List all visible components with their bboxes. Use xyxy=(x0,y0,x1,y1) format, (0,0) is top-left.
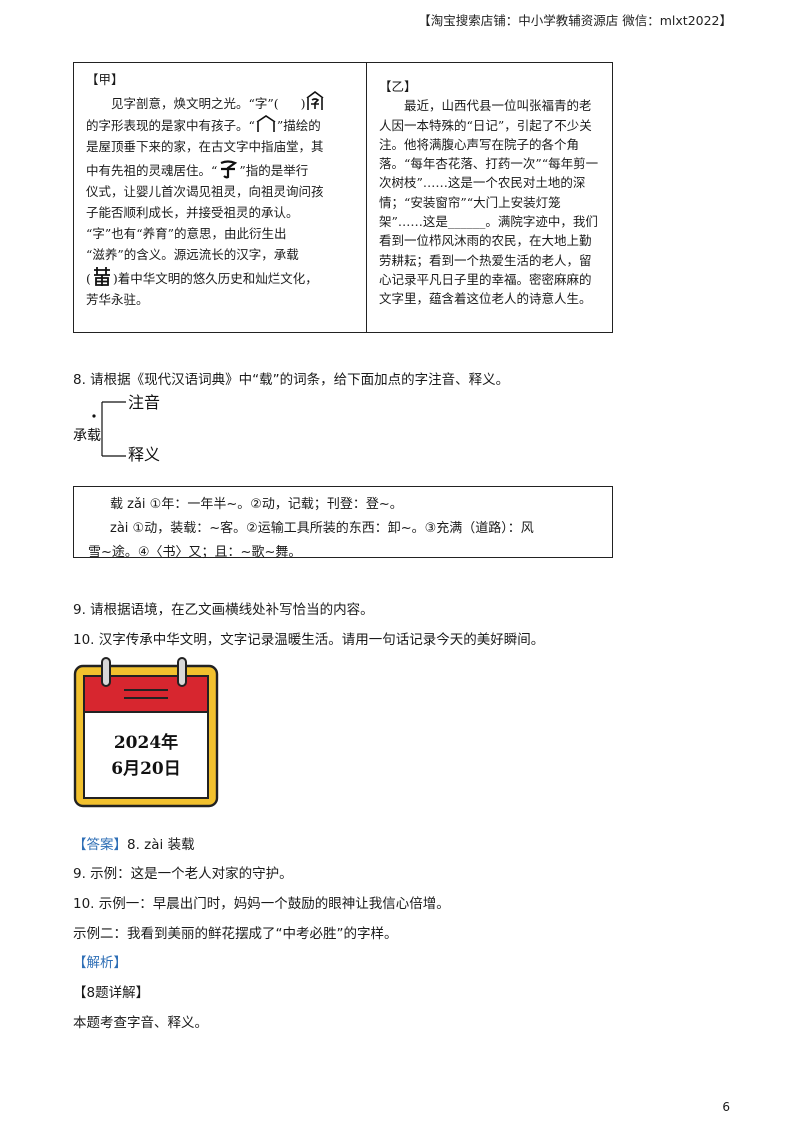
passage-a-line: 的字形表现的是家中有孩子。“ ”描绘的 xyxy=(86,114,354,136)
passage-a-line: “滋养”的含义。源远流长的汉字，承载 xyxy=(86,247,299,262)
child-glyph-icon xyxy=(217,157,239,179)
roof-glyph-icon xyxy=(255,114,277,134)
passage-a-line: 芳华永驻。 xyxy=(86,292,149,307)
answer-tag: 【答案】 xyxy=(73,837,127,853)
passage-a-line: ( )着中华文明的悠久历史和灿烂文化， xyxy=(86,265,354,289)
passage-a-text: ) xyxy=(300,96,306,111)
q8-meaning-branch: 释义 xyxy=(128,445,160,464)
answer-10-example-2: 示例二：我看到美丽的鲜花摆成了“中考必胜”的字样。 xyxy=(73,926,398,942)
passage-a-text: )着中华文明的悠久历史和灿烂文化， xyxy=(112,271,318,286)
passage-a-line: “字”也有“养育”的意思，由此衍生出 xyxy=(86,226,287,241)
passage-a-line: 是屋顶垂下来的家，在古文字中指庙堂，其 xyxy=(86,139,324,154)
dictionary-line: 雪~途。④〈书〉又；且：~歌~舞。 xyxy=(88,545,302,560)
header-note: 【淘宝搜索店铺：中小学教辅资源店 微信：mlxt2022】 xyxy=(418,13,732,28)
calendar-year: 2024年 xyxy=(114,732,178,753)
passage-b-text: 最近，山西代县一位叫张福青的老人因一本特殊的“日记”，引起了不少关注。他将满腹心… xyxy=(379,98,599,307)
passage-a-text: ( xyxy=(86,271,91,286)
passage-b-label: 【乙】 xyxy=(379,79,417,94)
passage-a-text: ”描绘的 xyxy=(276,118,321,133)
passage-a-text: 中有先祖的灵魂居住。“ xyxy=(86,163,218,178)
passage-a-text: 见字剖意，焕文明之光。“字”( xyxy=(111,96,279,111)
question-9: 9. 请根据语境，在乙文画横线处补写恰当的内容。 xyxy=(73,602,374,618)
passage-a: 【甲】 见字剖意，焕文明之光。“字”() 的字形表现的是家中有孩子。“”描绘的 … xyxy=(74,63,367,332)
passages-box: 【甲】 见字剖意，焕文明之光。“字”() 的字形表现的是家中有孩子。“”描绘的 … xyxy=(73,62,613,333)
dictionary-line: zài ①动，装载：~客。②运输工具所装的东西：卸~。③充满（道路）：风 xyxy=(110,521,534,536)
emphasis-dot xyxy=(92,414,96,418)
q8-word: 承载 xyxy=(73,428,101,444)
bracket-line xyxy=(101,401,126,457)
passage-a-label: 【甲】 xyxy=(86,72,124,87)
zi-glyph-icon xyxy=(279,90,324,110)
detail-text: 本题考查字音、释义。 xyxy=(73,1015,208,1031)
passage-a-line: 子能否顺利成长，并接受祖灵的承认。 xyxy=(86,205,299,220)
detail-tag: 【8题详解】 xyxy=(73,985,150,1001)
passage-a-text: ”指的是举行 xyxy=(239,163,309,178)
answer-8-text: 8. zài 装载 xyxy=(127,837,195,853)
passage-a-line: 中有先祖的灵魂居住。“ ”指的是举行 xyxy=(86,157,354,181)
calendar-date: 6月20日 xyxy=(111,759,181,779)
q8-answer-diagram: 承载 注音 释义 xyxy=(73,393,160,464)
analysis-tag: 【解析】 xyxy=(73,955,127,971)
dictionary-line: 载 zǎi ①年：一年半~。②动，记载；刊登：登~。 xyxy=(110,497,403,512)
answer-10-example-1: 10. 示例一：早晨出门时，妈妈一个鼓励的眼神让我信心倍增。 xyxy=(73,896,450,912)
passage-a-line: 仪式，让婴儿首次谒见祖灵，向祖灵询问孩 xyxy=(86,184,324,199)
q8-pinyin-branch: 注音 xyxy=(128,393,160,412)
answer-9: 9. 示例：这是一个老人对家的守护。 xyxy=(73,866,293,882)
question-8: 8. 请根据《现代汉语词典》中“载”的词条，给下面加点的字注音、释义。 xyxy=(73,372,510,388)
zai-glyph-icon xyxy=(91,265,113,286)
passage-b: 【乙】 最近，山西代县一位叫张福青的老人因一本特殊的“日记”，引起了不少关注。他… xyxy=(367,63,612,332)
passage-a-text: 的字形表现的是家中有孩子。“ xyxy=(86,118,255,133)
dictionary-entry-box: 载 zǎi ①年：一年半~。②动，记载；刊登：登~。 zài ①动，装载：~客。… xyxy=(73,486,613,560)
calendar-icon: 2024年 6月20日 xyxy=(73,657,219,808)
answer-8: 【答案】8. zài 装载 xyxy=(73,833,195,853)
passage-a-line: 见字剖意，焕文明之光。“字”() xyxy=(86,90,354,114)
page-number: 6 xyxy=(722,1100,730,1114)
question-10: 10. 汉字传承中华文明，文字记录温暖生活。请用一句话记录今天的美好瞬间。 xyxy=(73,632,545,648)
